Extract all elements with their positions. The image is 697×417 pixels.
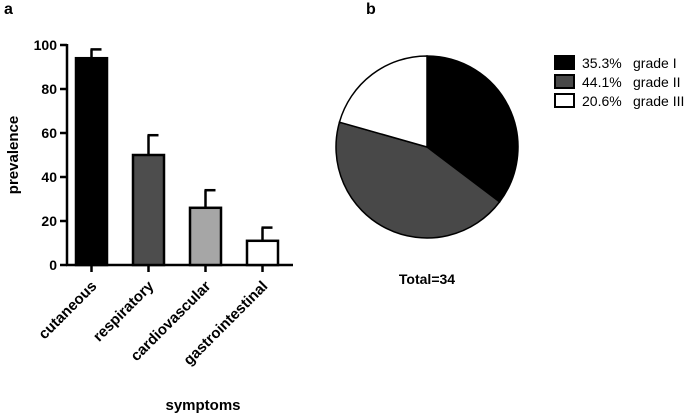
legend-label: grade I <box>633 55 677 71</box>
panel-a-label: a <box>4 1 13 18</box>
legend-swatch <box>554 55 575 70</box>
pie-legend: 35.3% grade I 44.1% grade II 20.6% grade III <box>554 55 684 109</box>
bars <box>74 48 280 267</box>
y-tick-label: 0 <box>49 257 57 273</box>
y-tick-label: 40 <box>41 169 57 185</box>
legend-percent: 20.6% <box>582 93 622 109</box>
x-category-labels: cutaneousrespiratorycardiovasculargastro… <box>35 265 271 369</box>
legend-label: grade III <box>633 93 684 109</box>
pie-slice-grade-ii <box>335 121 501 239</box>
legend-swatch <box>554 93 575 108</box>
pie <box>335 55 519 239</box>
legend-swatch <box>554 74 575 89</box>
y-tick-label: 20 <box>41 213 57 229</box>
panel-b-pie-chart: b Total=34 35.3% grade I 44.1% grade II 20.6… <box>335 1 684 287</box>
bar-cutaneous <box>74 56 109 267</box>
y-tick-label: 80 <box>41 81 57 97</box>
y-axis-title: prevalence <box>5 116 22 194</box>
pie-total-caption: Total=34 <box>399 271 455 287</box>
pie-slice-grade-iii <box>338 55 428 148</box>
bar-respiratory <box>131 153 166 267</box>
panel-a-bar-chart: a prevalence 0 20 40 60 80 100 cutaneousrespi… <box>4 1 293 414</box>
bar-gastrointestinal <box>245 239 280 267</box>
legend-label: grade II <box>633 74 680 90</box>
legend-percent: 35.3% <box>582 55 622 71</box>
bar-cardiovascular <box>188 206 223 267</box>
y-tick-label: 100 <box>34 37 58 53</box>
y-tick-label: 60 <box>41 125 57 141</box>
legend-percent: 44.1% <box>582 74 622 90</box>
pie-slice-grade-i <box>426 55 519 203</box>
y-axis-ticks: 0 20 40 60 80 100 <box>34 37 67 273</box>
x-axis-title: symptoms <box>165 397 240 414</box>
panel-b-label: b <box>366 1 376 18</box>
